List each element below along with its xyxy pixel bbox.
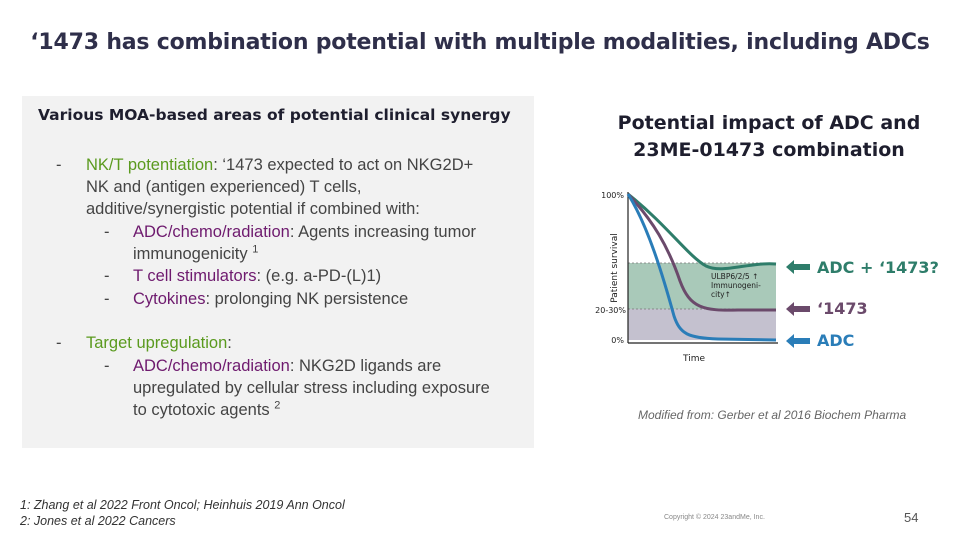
chart-title-line-1: Potential impact of ADC and <box>617 112 921 134</box>
adc-curve <box>626 193 777 342</box>
footnote-2: 2: Jones et al 2022 Cancers <box>20 514 176 528</box>
adc2-line-3: to cytotoxic agents 2 <box>133 399 281 419</box>
panel-heading: Various MOA-based areas of potential cli… <box>38 106 511 124</box>
synergy-panel: Various MOA-based areas of potential cli… <box>22 96 534 448</box>
target-line: Target upregulation: <box>86 334 232 352</box>
mono-band <box>628 309 776 340</box>
y-tick-20-30: 20-30% <box>595 306 626 315</box>
page-number: 54 <box>904 510 919 525</box>
chart-caption: Modified from: Gerber et al 2016 Biochem… <box>638 408 907 422</box>
tcell-line: T cell stimulators: (e.g. a-PD-(L)1) <box>133 267 382 285</box>
y-axis-label: Patient survival <box>610 233 620 302</box>
target-label: Target upregulation <box>86 334 228 352</box>
slide-title: ‘1473 has combination potential with mul… <box>30 30 930 55</box>
chart-title-line-2: 23ME-01473 combination <box>633 139 905 161</box>
survival-chart: 100% 20-30% 0% Time Patient survival ULB… <box>595 191 778 364</box>
y-tick-100: 100% <box>601 191 624 200</box>
adc2-label: ADC/chemo/radiation <box>133 357 290 375</box>
combo-band <box>628 263 776 309</box>
annotation-line-1: ULBP6/2/5 ↑ <box>711 272 758 281</box>
adc-line-1: ADC/chemo/radiation: Agents increasing t… <box>133 223 477 241</box>
chart-title: Potential impact of ADC and 23ME-01473 c… <box>604 110 934 164</box>
bullet-dash: - <box>104 223 110 241</box>
bullet-dash: - <box>56 156 62 174</box>
arrow-adc-icon <box>786 334 810 348</box>
y-tick-0: 0% <box>611 336 624 345</box>
arrow-mono-icon <box>786 302 810 316</box>
annotation-line-2: Immunogeni- <box>711 281 761 290</box>
mono-curve <box>626 192 776 312</box>
bullet-dash: - <box>56 334 62 352</box>
legend-combo: ADC + ‘1473? <box>817 258 939 277</box>
legend-adc: ADC <box>817 331 855 350</box>
bullet-dash: - <box>104 267 110 285</box>
combo-curve <box>627 192 777 271</box>
x-axis-label: Time <box>682 354 705 364</box>
nk-line-2: NK and (antigen experienced) T cells, <box>86 178 362 196</box>
annotation-line-3: city↑ <box>711 290 731 299</box>
tcell-label: T cell stimulators <box>133 267 257 285</box>
legend-arrows <box>786 260 810 348</box>
cytokine-label: Cytokines <box>133 290 206 308</box>
copyright: Copyright © 2024 23andMe, Inc. <box>664 514 765 521</box>
nk-label: NK/T potentiation <box>86 156 214 174</box>
adc2-line-1: ADC/chemo/radiation: NKG2D ligands are <box>133 357 442 375</box>
adc-label: ADC/chemo/radiation <box>133 223 290 241</box>
arrow-combo-icon <box>786 260 810 274</box>
nk-line-3: additive/synergistic potential if combin… <box>86 200 420 218</box>
cytokine-line: Cytokines: prolonging NK persistence <box>133 290 409 308</box>
adc2-line-2: upregulated by cellular stress including… <box>133 379 490 397</box>
bullet-dash: - <box>104 357 110 375</box>
bullet-dash: - <box>104 290 110 308</box>
nk-line-1: NK/T potentiation: ‘1473 expected to act… <box>86 156 474 174</box>
footnote-1: 1: Zhang et al 2022 Front Oncol; Heinhui… <box>20 498 345 512</box>
legend-mono: ‘1473 <box>817 299 868 318</box>
adc-line-2: immunogenicity 1 <box>133 243 259 263</box>
